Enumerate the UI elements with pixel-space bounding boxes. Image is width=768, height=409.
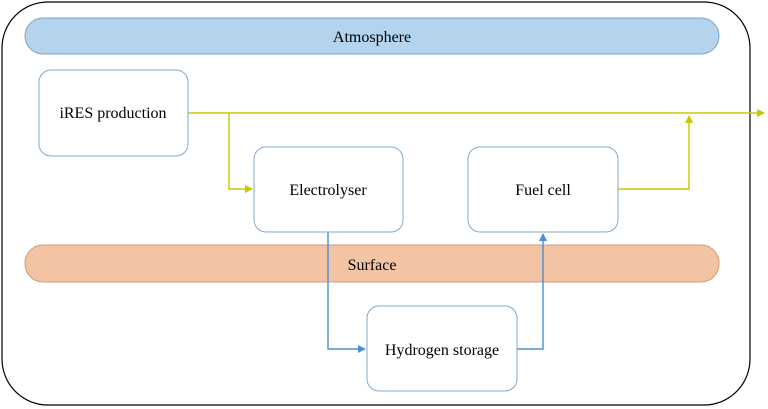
outer-frame bbox=[1, 1, 751, 406]
electrolyser-node bbox=[253, 146, 404, 233]
fuel-cell-node bbox=[467, 146, 619, 233]
power-to-electrolyser-arrow bbox=[228, 113, 253, 193]
surface-band bbox=[24, 244, 720, 283]
electrolyser-label: Electrolyser bbox=[289, 182, 367, 199]
fuel-cell-label: Fuel cell bbox=[515, 182, 571, 199]
surface-label: Surface bbox=[348, 257, 397, 274]
hydrogen-to-fuel-cell-arrow bbox=[517, 233, 547, 350]
fuel-cell-power-arrow bbox=[618, 115, 693, 190]
hydrogen-to-storage-arrow bbox=[327, 232, 366, 353]
ires-production-node bbox=[38, 69, 189, 157]
atmosphere-label: Atmosphere bbox=[333, 29, 411, 46]
atmosphere-band bbox=[24, 17, 720, 55]
hydrogen-storage-node bbox=[366, 305, 518, 392]
hydrogen-storage-label: Hydrogen storage bbox=[385, 342, 499, 359]
ires-production-label: iRES production bbox=[59, 105, 166, 122]
